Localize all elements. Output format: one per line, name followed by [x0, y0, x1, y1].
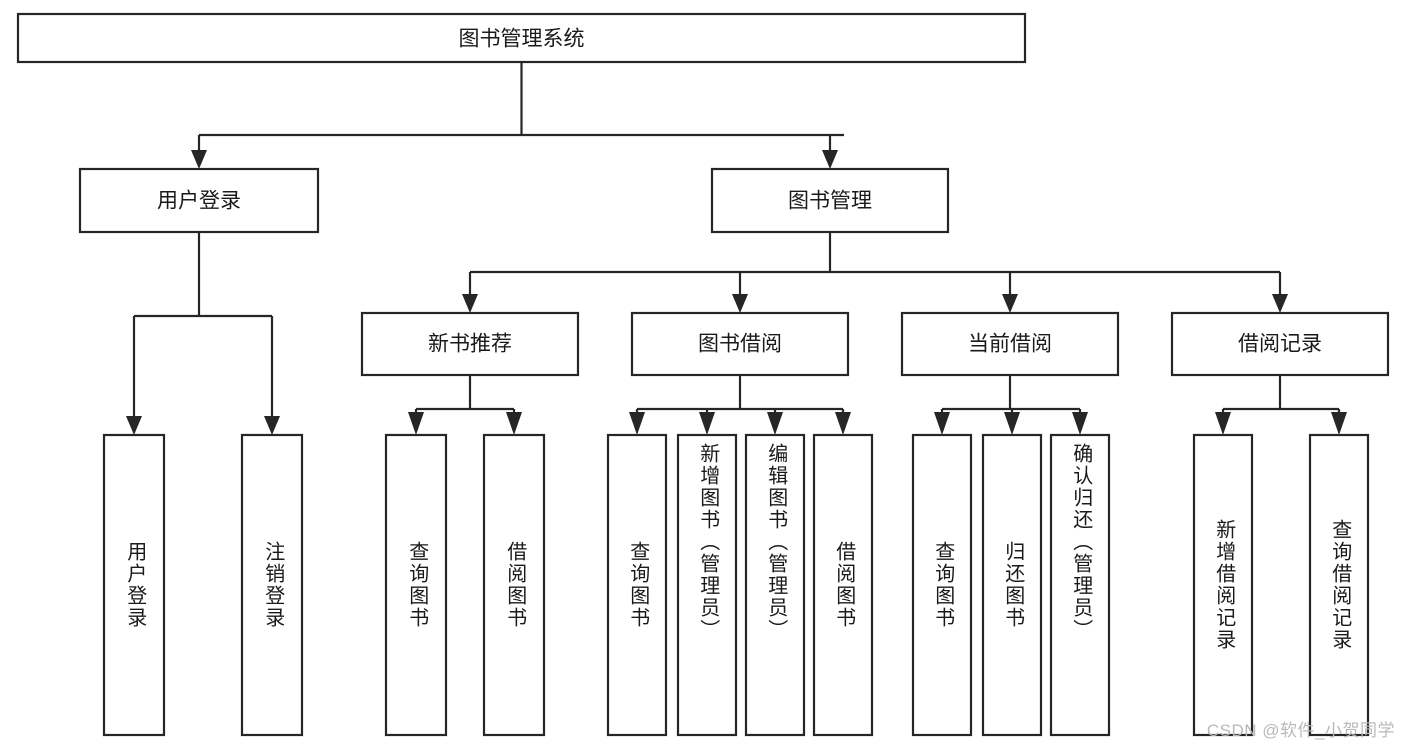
connector-group-new-book-recommend	[408, 375, 522, 435]
node-label-book-management: 图书管理	[788, 190, 872, 213]
node-box-root[interactable]	[16, 12, 1027, 64]
node-label-book-borrow: 图书借阅	[698, 333, 782, 356]
connector-group-book-management	[462, 232, 1288, 313]
csdn-watermark: CSDN @软件_小贺同学	[1206, 721, 1395, 740]
node-box-leaf-borrow-books[interactable]	[812, 433, 874, 737]
arrowhead-leaf-confirm-return-admin	[1072, 412, 1088, 435]
arrowhead-leaf-return-books	[1004, 412, 1020, 435]
arrowhead-leaf-query-books-new	[408, 412, 424, 435]
arrowhead-new-book-recommend	[462, 294, 478, 313]
node-box-new-book-recommend[interactable]	[360, 311, 580, 377]
arrowhead-leaf-logout	[264, 416, 280, 435]
arrowhead-book-borrow	[732, 294, 748, 313]
node-box-leaf-return-books[interactable]	[981, 433, 1043, 737]
arrowhead-leaf-borrow-books	[835, 412, 851, 435]
arrowhead-leaf-query-books-borrow	[629, 412, 645, 435]
arrowhead-leaf-query-books-current	[934, 412, 950, 435]
node-label-root: 图书管理系统	[459, 28, 585, 51]
node-label-new-book-recommend: 新书推荐	[428, 333, 512, 356]
connector-group-root	[191, 62, 844, 169]
node-box-current-borrow[interactable]	[900, 311, 1120, 377]
node-box-user-login[interactable]	[78, 167, 320, 234]
node-box-leaf-query-borrow-record[interactable]	[1308, 433, 1370, 737]
connector-group-current-borrow	[934, 375, 1088, 435]
arrowhead-leaf-add-book-admin	[699, 412, 715, 435]
arrowhead-to-book-management	[822, 150, 838, 169]
node-box-leaf-query-books-current[interactable]	[911, 433, 973, 737]
arrowhead-leaf-query-borrow-record	[1331, 412, 1347, 435]
arrowhead-to-user-login	[191, 150, 207, 169]
arrowhead-leaf-edit-book-admin	[767, 412, 783, 435]
node-box-leaf-confirm-return-admin[interactable]	[1049, 433, 1111, 737]
node-box-leaf-query-books-borrow[interactable]	[606, 433, 668, 737]
node-box-book-management[interactable]	[710, 167, 950, 234]
connector-group-user-login	[126, 232, 280, 435]
node-box-leaf-edit-book-admin[interactable]	[744, 433, 806, 737]
arrowhead-borrow-records	[1272, 294, 1288, 313]
arrowhead-leaf-add-borrow-record	[1215, 412, 1231, 435]
node-box-book-borrow[interactable]	[630, 311, 850, 377]
connector-group-book-borrow	[629, 375, 851, 435]
node-box-leaf-add-borrow-record[interactable]	[1192, 433, 1254, 737]
node-box-borrow-records[interactable]	[1170, 311, 1390, 377]
node-box-leaf-borrow-books-new[interactable]	[482, 433, 546, 737]
node-box-leaf-add-book-admin[interactable]	[676, 433, 738, 737]
arrowhead-leaf-borrow-books-new	[506, 412, 522, 435]
connector-group-borrow-records	[1215, 375, 1347, 435]
arrowhead-leaf-user-login	[126, 416, 142, 435]
node-box-leaf-user-login[interactable]	[102, 433, 166, 737]
node-label-current-borrow: 当前借阅	[968, 333, 1052, 356]
node-label-user-login: 用户登录	[157, 190, 241, 213]
arrowhead-current-borrow	[1002, 294, 1018, 313]
node-box-leaf-query-books-new[interactable]	[384, 433, 448, 737]
node-label-borrow-records: 借阅记录	[1238, 333, 1322, 356]
node-box-leaf-logout[interactable]	[240, 433, 304, 737]
